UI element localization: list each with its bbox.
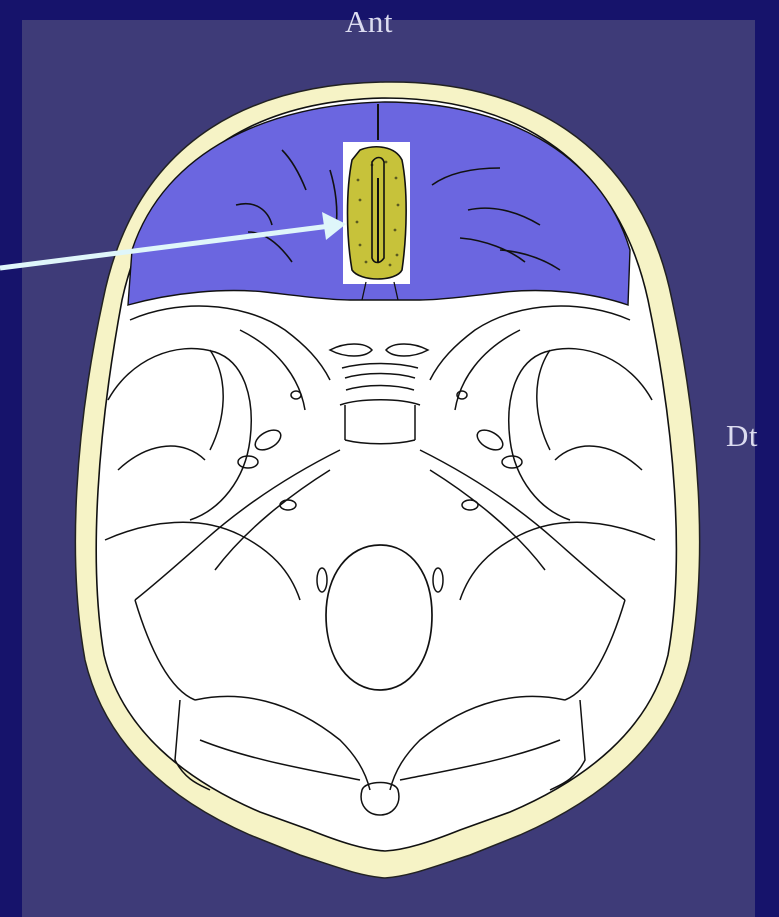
anterior-label: Ant: [345, 6, 393, 37]
right-side-label: Dt: [726, 420, 758, 451]
cribriform-plate-highlight: [348, 147, 407, 279]
